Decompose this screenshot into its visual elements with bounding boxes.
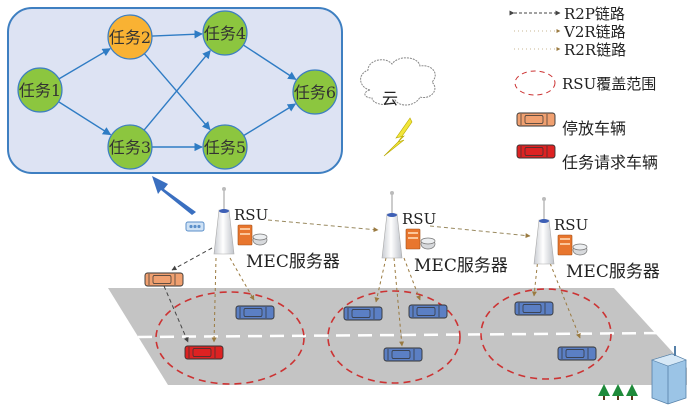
legend-r2p: R2P链路	[509, 5, 625, 23]
rsu-coverage-1	[155, 291, 305, 385]
legend: R2P链路 V2R链路 R2R链路 RSU覆盖范围 停放车辆 任务请求车辆	[509, 5, 658, 172]
vehicle	[383, 347, 423, 362]
mec-server-icon	[405, 228, 436, 250]
offload-pointer-arrow	[152, 176, 196, 215]
task-node-label: 任务6	[294, 83, 336, 102]
cloud-icon: 云	[360, 57, 436, 108]
task-node-label: 任务2	[109, 28, 151, 47]
legend-coverage-label: RSU覆盖范围	[562, 75, 656, 93]
mec-server-label: MEC服务器	[246, 252, 340, 272]
legend-request-car-icon	[516, 144, 556, 159]
trees-icon	[598, 384, 638, 400]
task-node-circle	[17, 67, 63, 113]
cloud-label: 云	[382, 89, 398, 108]
legend-coverage: RSU覆盖范围	[514, 70, 656, 96]
vehicle	[235, 305, 275, 320]
parked-vehicle	[144, 272, 184, 287]
task-node-5: 任务5	[202, 124, 248, 170]
lightning-icon	[383, 117, 413, 157]
r2p-link-rsu-to-parked	[171, 247, 213, 271]
task-dependency-graph: 任务1 任务2 任务3 任务4 任务5 任务6	[7, 7, 343, 174]
task-node-circle	[202, 10, 248, 56]
mec-server-icon	[557, 234, 588, 256]
r2r-link-2	[429, 225, 531, 239]
rsu-coverage-2	[327, 290, 461, 384]
legend-parked-car-icon	[516, 112, 556, 127]
r2p-link-parked-to-request	[163, 285, 189, 343]
rsu-tower-icon	[213, 187, 235, 255]
rsu-label: RSU	[402, 210, 436, 228]
task-edge-1-3	[58, 101, 112, 136]
task-edge-4-6	[243, 44, 297, 80]
task-node-circle	[292, 69, 338, 115]
task-node-label: 任务4	[204, 24, 246, 43]
legend-v2r: V2R链路	[514, 23, 626, 41]
rsu-coverage-3	[480, 288, 612, 380]
task-node-circle	[107, 14, 153, 60]
task-edge-5-6	[243, 103, 297, 137]
legend-requesting: 任务请求车辆	[516, 144, 658, 172]
router-icon	[185, 221, 205, 232]
building-icon	[651, 346, 687, 405]
legend-v2r-label: V2R链路	[563, 23, 626, 41]
rsu-label: RSU	[554, 216, 588, 234]
mec-server-label: MEC服务器	[566, 262, 660, 282]
rsu-3: RSU MEC服务器	[533, 197, 660, 282]
task-edge-1-2	[58, 48, 111, 80]
task-graph-panel	[7, 7, 343, 174]
vehicle	[408, 304, 448, 319]
road	[108, 288, 687, 385]
task-edge-3-4	[143, 50, 211, 131]
rsu-1: RSU MEC服务器	[213, 187, 340, 272]
task-edge-2-5	[143, 53, 211, 131]
legend-r2p-label: R2P链路	[564, 5, 625, 23]
rsu-tower-icon	[533, 197, 555, 265]
task-node-circle	[107, 124, 153, 170]
rsu-2: RSU MEC服务器	[381, 191, 508, 276]
legend-parked: 停放车辆	[516, 112, 626, 138]
vehicle	[343, 306, 383, 321]
task-node-circle	[202, 124, 248, 170]
rsu-label: RSU	[234, 206, 268, 224]
task-node-4: 任务4	[202, 10, 248, 56]
task-request-vehicle	[184, 345, 224, 360]
vehicle	[514, 301, 554, 316]
task-node-6: 任务6	[292, 69, 338, 115]
v2r-links	[211, 257, 581, 347]
mec-server-icon	[237, 224, 268, 246]
task-node-label: 任务3	[109, 138, 151, 157]
legend-requesting-label: 任务请求车辆	[562, 153, 658, 172]
legend-parked-label: 停放车辆	[562, 119, 626, 138]
task-node-label: 任务5	[204, 138, 246, 157]
task-node-2: 任务2	[107, 14, 153, 60]
legend-r2r: R2R链路	[514, 41, 626, 59]
task-edge-2-4	[151, 30, 203, 39]
task-node-1: 任务1	[17, 67, 63, 113]
task-node-label: 任务1	[19, 81, 61, 100]
r2r-link-1	[267, 219, 379, 233]
rsu-tower-icon	[381, 191, 403, 259]
legend-r2r-label: R2R链路	[564, 41, 626, 59]
vehicle	[557, 346, 597, 361]
task-node-3: 任务3	[107, 124, 153, 170]
mec-server-label: MEC服务器	[414, 256, 508, 276]
